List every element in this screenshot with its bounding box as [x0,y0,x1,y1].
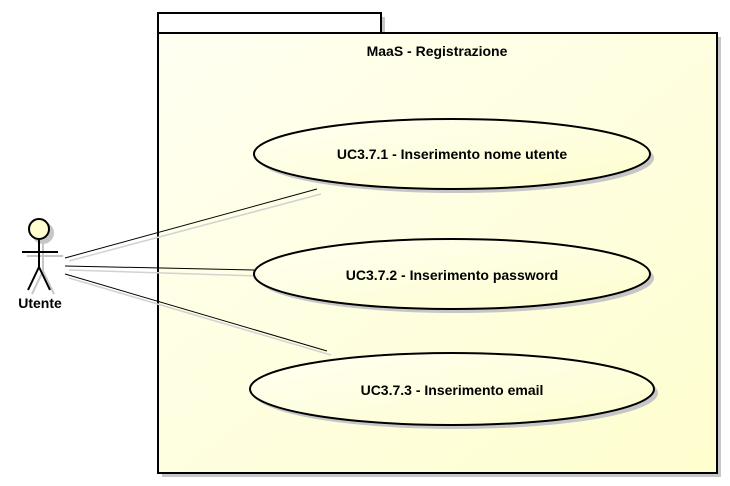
use-case-3-label: UC3.7.3 - Inserimento email [361,382,544,398]
package-title: MaaS - Registrazione [367,43,508,59]
use-case-1-label: UC3.7.1 - Inserimento nome utente [337,146,567,162]
use-case-1-ellipse [253,118,651,190]
use-case-2-ellipse [253,238,651,310]
use-case-2[interactable]: UC3.7.2 - Inserimento password [253,238,654,313]
association-shadow-2 [68,269,259,277]
association-shadow-1 [68,193,322,262]
actor-body [22,239,58,291]
package-tab [157,12,382,34]
association-line-1[interactable] [64,188,318,259]
association-shadow-3 [68,277,332,356]
association-line-3[interactable] [64,273,328,352]
actor-head [28,218,50,240]
associations [64,188,332,356]
use-case-3[interactable]: UC3.7.3 - Inserimento email [249,352,658,429]
actor-label: Utente [18,295,62,311]
use-case-1[interactable]: UC3.7.1 - Inserimento nome utente [253,118,654,193]
use-case-3-ellipse [249,352,655,426]
use-case-2-label: UC3.7.2 - Inserimento password [346,267,558,283]
association-line-2[interactable] [64,265,255,271]
actor-utente[interactable]: Utente [18,218,63,311]
